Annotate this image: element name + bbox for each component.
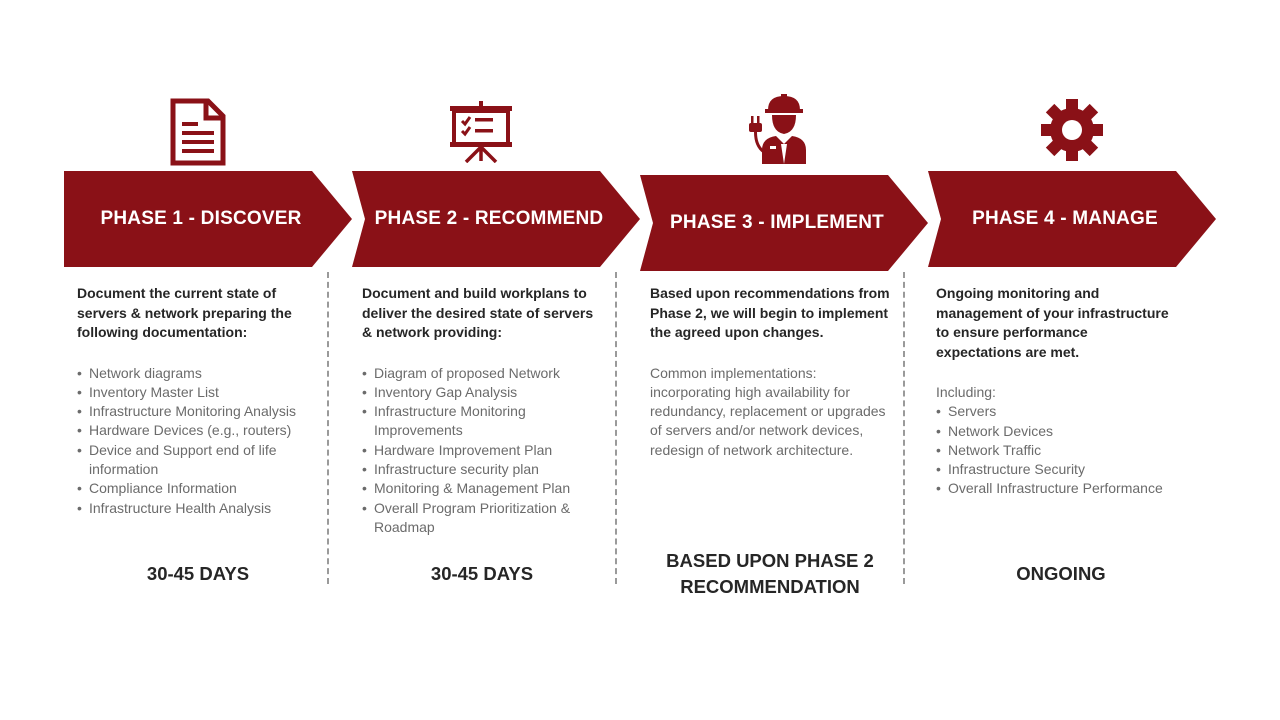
- list-item: Monitoring & Management Plan: [362, 479, 602, 499]
- list-item: Hardware Devices (e.g., routers): [77, 421, 317, 441]
- engineer-icon: [748, 94, 812, 164]
- phase-3-title: PHASE 3 - IMPLEMENT: [670, 212, 884, 233]
- phase-2-details: Document and build workplans to deliver …: [362, 284, 602, 537]
- phase-4-duration: ONGOING: [1016, 563, 1106, 584]
- list-item: Servers: [936, 402, 1176, 422]
- gear-icon: [1041, 99, 1103, 161]
- phase-1-list: Network diagrams Inventory Master List I…: [77, 364, 317, 519]
- phase-4-details: Ongoing monitoring and management of you…: [936, 284, 1176, 499]
- column-divider: [615, 272, 617, 584]
- list-item: Infrastructure Monitoring Analysis: [77, 402, 317, 422]
- phase-2-list: Diagram of proposed Network Inventory Ga…: [362, 364, 602, 538]
- list-item: Overall Program Prioritization & Roadmap: [362, 499, 602, 538]
- presentation-board-icon: [450, 101, 512, 163]
- phase-3-duration: BASED UPON PHASE 2 RECOMMENDATION: [666, 550, 874, 597]
- phase-3-chevron: PHASE 3 - IMPLEMENT: [640, 175, 928, 271]
- phase-2-duration: 30-45 DAYS: [430, 563, 534, 584]
- list-item: Compliance Information: [77, 479, 317, 499]
- list-item: Inventory Master List: [77, 383, 317, 403]
- phase-2-intro: Document and build workplans to deliver …: [362, 285, 594, 340]
- column-divider: [903, 272, 905, 584]
- phase-4-chevron: PHASE 4 - MANAGE: [928, 171, 1216, 267]
- column-divider: [327, 272, 329, 584]
- list-item: Diagram of proposed Network: [362, 364, 602, 384]
- list-item: Network Devices: [936, 422, 1176, 442]
- phase-1-duration: 30-45 DAYS: [146, 563, 250, 584]
- phase-3-details: Based upon recommendations from Phase 2,…: [650, 284, 890, 460]
- list-item: Infrastructure Security: [936, 460, 1176, 480]
- phase-2-title: PHASE 2 - RECOMMEND: [374, 208, 604, 229]
- phase-1-chevron: PHASE 1 - DISCOVER: [64, 171, 352, 267]
- list-item: Hardware Improvement Plan: [362, 441, 602, 461]
- document-icon: [170, 98, 226, 166]
- list-item: Infrastructure Monitoring Improvements: [362, 402, 602, 441]
- phase-1-intro: Document the current state of servers & …: [77, 285, 292, 340]
- phase-1-details: Document the current state of servers & …: [77, 284, 317, 518]
- list-item: Overall Infrastructure Performance: [936, 479, 1176, 499]
- phase-1-title: PHASE 1 - DISCOVER: [100, 208, 302, 229]
- phase-4-title: PHASE 4 - MANAGE: [972, 208, 1158, 229]
- list-item: Inventory Gap Analysis: [362, 383, 602, 403]
- list-item: Network Traffic: [936, 441, 1176, 461]
- phase-4-subheading: Including:: [936, 384, 996, 400]
- phase-2-chevron: PHASE 2 - RECOMMEND: [352, 171, 640, 267]
- phase-3-intro: Based upon recommendations from Phase 2,…: [650, 285, 890, 340]
- phase-4-intro: Ongoing monitoring and management of you…: [936, 285, 1169, 360]
- phase-3-body: Common implementations: incorporating hi…: [650, 364, 886, 458]
- phase-4-list: Servers Network Devices Network Traffic …: [936, 402, 1176, 499]
- list-item: Network diagrams: [77, 364, 317, 384]
- list-item: Infrastructure security plan: [362, 460, 602, 480]
- list-item: Device and Support end of life informati…: [77, 441, 317, 480]
- list-item: Infrastructure Health Analysis: [77, 499, 317, 519]
